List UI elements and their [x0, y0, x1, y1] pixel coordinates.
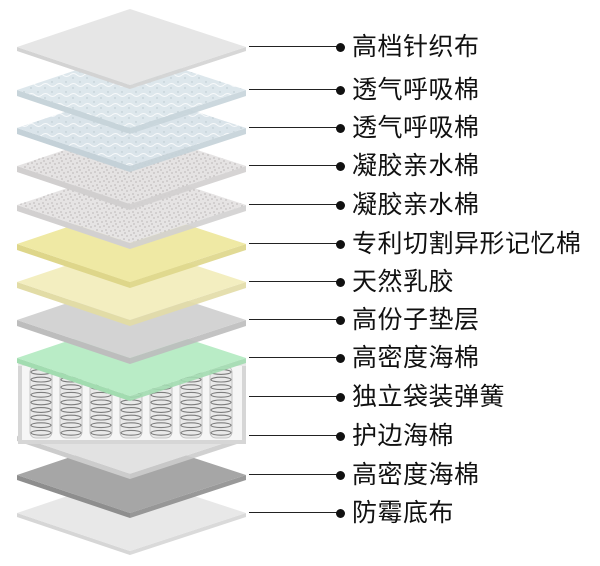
leader-dot	[336, 123, 345, 133]
leader-line	[249, 204, 341, 205]
leader-dot	[336, 161, 345, 171]
layer-label: 高密度海棉	[352, 460, 480, 489]
layer-label: 天然乳胶	[352, 267, 455, 296]
layer-label: 护边海棉	[352, 421, 455, 450]
layer-label: 高份子垫层	[352, 305, 480, 334]
layer-label: 高档针织布	[352, 32, 480, 61]
layer-label: 透气呼吸棉	[352, 113, 480, 142]
leader-line	[249, 127, 341, 128]
leader-dot	[336, 85, 345, 95]
spring-coil	[29, 365, 53, 439]
leader-line	[249, 357, 341, 358]
leader-line	[249, 89, 341, 90]
leader-line	[249, 243, 341, 244]
leader-line	[249, 46, 341, 47]
leader-dot	[336, 200, 345, 210]
leader-line	[249, 474, 341, 475]
layer-label: 高密度海棉	[352, 343, 480, 372]
leader-dot	[336, 431, 345, 441]
leader-dot	[336, 392, 345, 402]
leader-line	[249, 165, 341, 166]
layer-label: 凝胶亲水棉	[352, 190, 480, 219]
leader-dot	[336, 508, 345, 518]
leader-line	[249, 512, 341, 513]
leader-dot	[336, 277, 345, 287]
leader-dot	[336, 42, 345, 52]
leader-line	[249, 435, 341, 436]
leader-dot	[336, 470, 345, 480]
layer-label: 防霉底布	[352, 498, 455, 527]
layer-label: 专利切割异形记忆棉	[352, 229, 582, 258]
leader-dot	[336, 239, 345, 249]
layer-label: 独立袋装弹簧	[352, 382, 506, 411]
layer-2-slab	[17, 52, 246, 134]
leader-line	[249, 396, 341, 397]
spring-coil	[179, 365, 203, 439]
leader-dot	[336, 315, 345, 325]
layer-label: 凝胶亲水棉	[352, 151, 480, 180]
leader-dot	[336, 353, 345, 363]
spring-coil	[59, 365, 83, 439]
leader-line	[249, 319, 341, 320]
leader-line	[249, 281, 341, 282]
layer-1-slab	[17, 9, 246, 89]
spring-coil	[209, 365, 233, 439]
layer-label: 透气呼吸棉	[352, 75, 480, 104]
